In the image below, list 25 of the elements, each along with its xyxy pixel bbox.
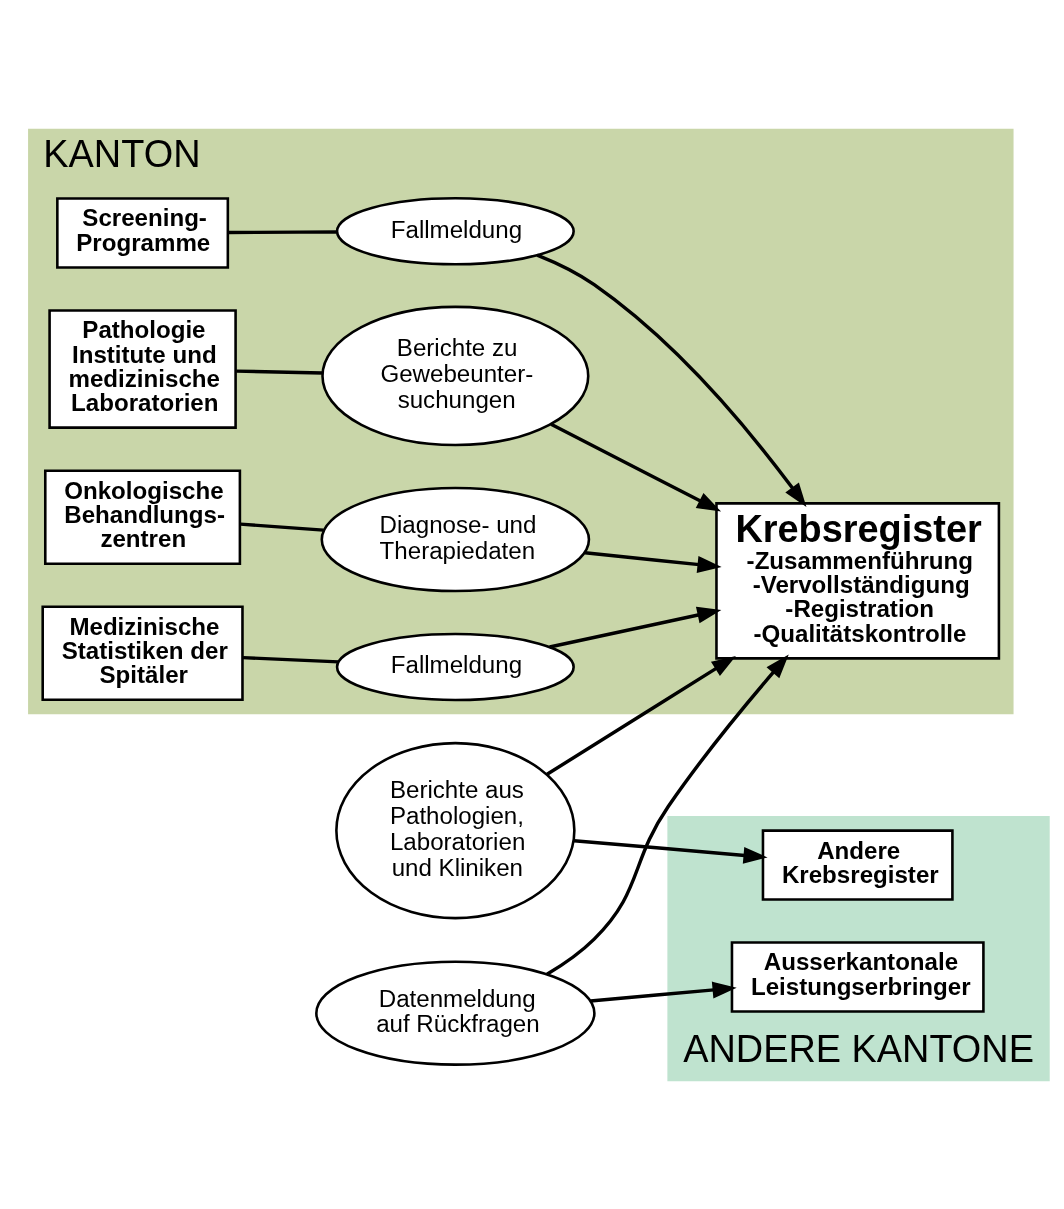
node-box: Onkologische Behandlungs- zentren (44, 468, 242, 565)
node-ellipse: Berichte zu Gewebeunter- suchungen (321, 305, 590, 446)
node-box: Pathologie Institute und medizinische Laboratorien (48, 308, 237, 429)
node-ellipse: Diagnose- und Therapiedaten (320, 486, 591, 592)
arrow (546, 654, 789, 976)
arrow (550, 422, 722, 512)
arrow (546, 655, 736, 776)
node-ellipse: Datenmeldung auf Rückfragen (315, 959, 596, 1066)
node-box: Ausserkantonale Leistungserbringer (730, 940, 985, 1013)
arrow (590, 981, 737, 1003)
arrow (549, 606, 722, 649)
node-ellipse: Berichte aus Pathologien, Laboratorien und Kliniken (335, 741, 576, 919)
node-box: Krebsregister -Zusammenführung -Vervollständigung -Registration -Qualitätskontrolle (715, 501, 1001, 660)
connector (236, 368, 323, 375)
arrow (573, 838, 768, 864)
node-ellipse: Fallmeldung (335, 632, 575, 701)
connector (240, 521, 324, 532)
connector (242, 655, 339, 664)
connector (228, 229, 337, 234)
node-ellipse: Fallmeldung (335, 196, 575, 266)
arrow (536, 253, 807, 507)
node-box: Medizinische Statistiken der Spitäler (41, 604, 244, 701)
node-box: Screening- Programme (56, 196, 230, 269)
node-box: Andere Krebsregister (761, 828, 954, 901)
arrow (584, 550, 722, 573)
